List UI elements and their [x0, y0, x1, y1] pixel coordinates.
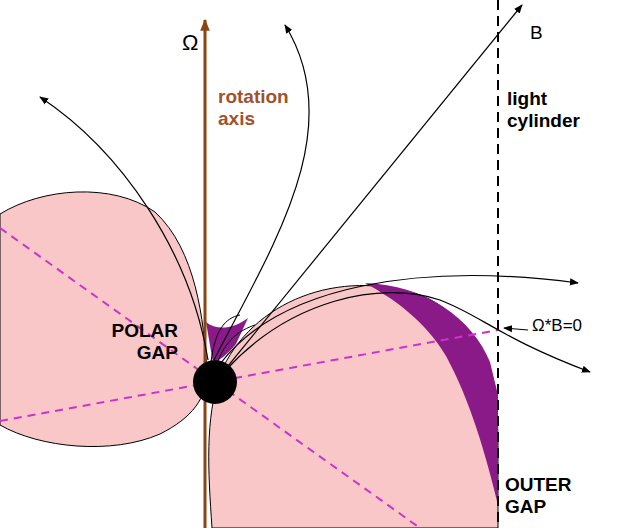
cylinder-label: light cylinder — [507, 88, 597, 132]
light-cylinder-line — [497, 0, 499, 528]
field-line — [211, 315, 240, 362]
neutron-star — [193, 360, 237, 404]
closed-lobe — [0, 192, 207, 447]
surface-label: Ω*B=0 — [532, 316, 632, 336]
rotation-axis-arrow — [204, 20, 207, 528]
axis-label: rotation axis — [218, 86, 310, 130]
leader-arrow — [504, 328, 528, 330]
field-line — [214, 25, 309, 360]
field-symbol: B — [530, 22, 560, 44]
field-line — [217, 325, 255, 364]
null-surface-line — [0, 330, 498, 421]
gap-label: OUTER GAP — [505, 474, 585, 518]
axis-symbol: Ω — [182, 30, 212, 55]
magnetic-equator-line — [0, 228, 420, 528]
gap-label: POLAR GAP — [100, 320, 178, 364]
outer-gap-region — [365, 283, 498, 505]
field-line — [220, 276, 578, 364]
